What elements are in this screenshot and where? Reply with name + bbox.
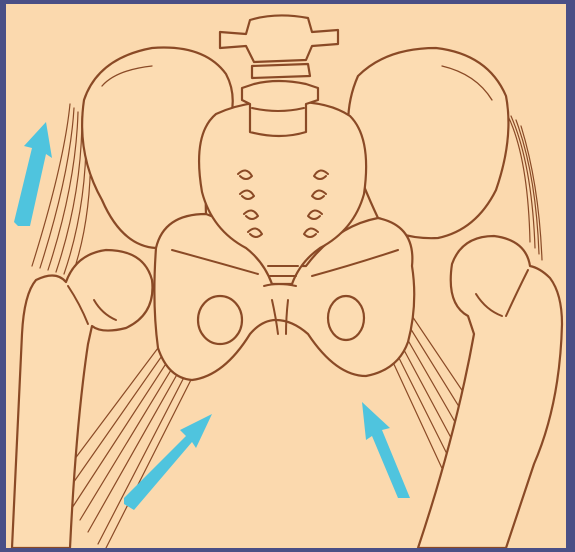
right-ilium xyxy=(348,48,508,238)
illustration-frame xyxy=(6,4,566,548)
right-obturator-foramen xyxy=(328,296,364,340)
up-arrow-icon xyxy=(124,414,212,510)
up-arrow-icon xyxy=(362,402,410,498)
left-obturator-foramen xyxy=(198,296,242,344)
right-gluteus-medius-muscle xyxy=(506,112,542,260)
right-femur xyxy=(418,236,562,548)
up-arrow-icon xyxy=(14,122,52,226)
pelvis-hip-diagram xyxy=(6,4,566,548)
